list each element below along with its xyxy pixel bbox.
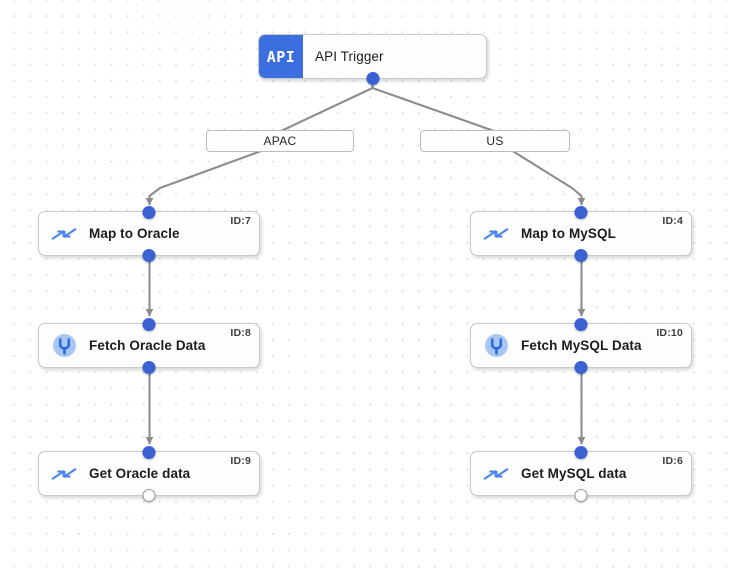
node-id-badge: ID:4 [662, 215, 683, 227]
node-fetch-mysql-data[interactable]: Fetch MySQL Data ID:10 [470, 317, 692, 374]
node-map-to-mysql[interactable]: Map to MySQL ID:4 [470, 205, 692, 262]
output-port[interactable] [142, 488, 156, 502]
database-connector-icon [39, 333, 89, 358]
branch-label-us[interactable]: US [420, 130, 570, 152]
branch-label-text: US [486, 134, 504, 148]
node-title: Map to MySQL [521, 226, 616, 241]
api-badge-icon: API [259, 35, 303, 78]
branch-label-apac[interactable]: APAC [206, 130, 354, 152]
input-port[interactable] [142, 205, 156, 219]
map-arrows-icon [39, 465, 89, 483]
map-arrows-icon [39, 225, 89, 243]
node-title: Fetch Oracle Data [89, 338, 206, 353]
output-port[interactable] [574, 360, 588, 374]
node-get-mysql-data[interactable]: Get MySQL data ID:6 [470, 445, 692, 502]
input-port[interactable] [574, 445, 588, 459]
node-id-badge: ID:10 [656, 327, 683, 339]
map-arrows-icon [471, 225, 521, 243]
node-title: Map to Oracle [89, 226, 180, 241]
api-badge-label: API [266, 47, 296, 66]
node-id-badge: ID:7 [230, 215, 251, 227]
database-connector-icon [471, 333, 521, 358]
output-port[interactable] [142, 360, 156, 374]
input-port[interactable] [142, 445, 156, 459]
node-api-trigger[interactable]: API API Trigger [258, 34, 487, 85]
input-port[interactable] [574, 317, 588, 331]
input-port[interactable] [142, 317, 156, 331]
node-id-badge: ID:9 [230, 455, 251, 467]
input-port[interactable] [574, 205, 588, 219]
node-title: Fetch MySQL Data [521, 338, 642, 353]
node-title: API Trigger [315, 49, 384, 64]
node-title: Get Oracle data [89, 466, 191, 481]
output-port[interactable] [574, 488, 588, 502]
node-id-badge: ID:6 [662, 455, 683, 467]
output-port[interactable] [574, 248, 588, 262]
node-id-badge: ID:8 [230, 327, 251, 339]
node-map-to-oracle[interactable]: Map to Oracle ID:7 [38, 205, 260, 262]
branch-label-text: APAC [263, 134, 297, 148]
node-get-oracle-data[interactable]: Get Oracle data ID:9 [38, 445, 260, 502]
output-port[interactable] [142, 248, 156, 262]
map-arrows-icon [471, 465, 521, 483]
output-port[interactable] [366, 71, 379, 85]
node-title: Get MySQL data [521, 466, 627, 481]
node-fetch-oracle-data[interactable]: Fetch Oracle Data ID:8 [38, 317, 260, 374]
